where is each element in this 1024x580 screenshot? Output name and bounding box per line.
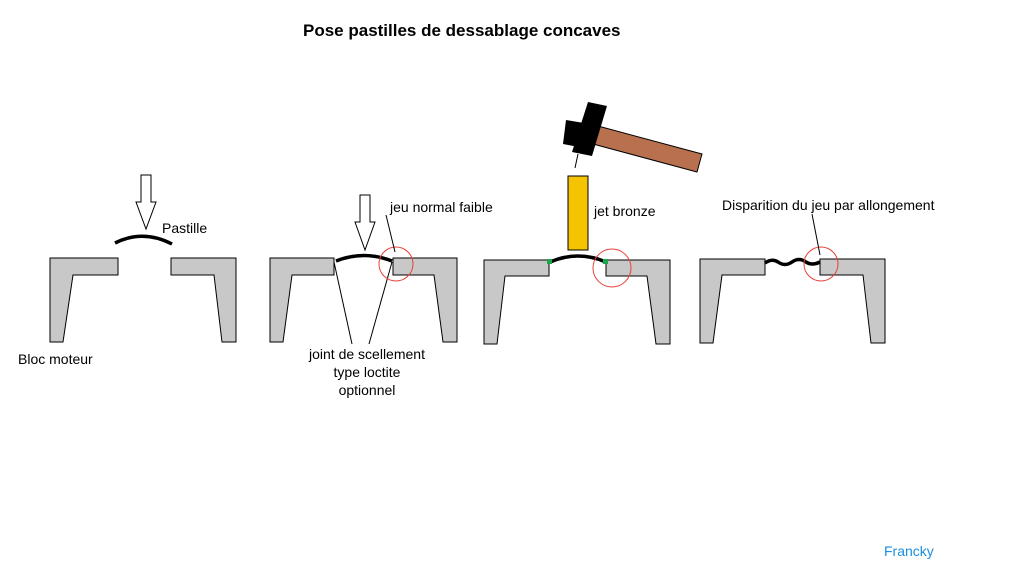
sealant-dot: [603, 259, 608, 264]
bronze-punch-icon: [567, 175, 589, 251]
gap-leader: [811, 213, 821, 256]
gap-leader: [385, 214, 396, 253]
label-pastille: Pastille: [162, 220, 208, 236]
label-jet-bronze: jet bronze: [594, 203, 656, 219]
sealant-leader: [333, 261, 353, 345]
insertion-arrow-icon: [135, 174, 157, 231]
engine-block-left: [269, 257, 335, 343]
gap-highlight-circle: [378, 246, 414, 282]
label-joint-line3: optionnel: [338, 382, 396, 398]
stage-4: [699, 213, 886, 344]
gap-highlight-circle: [592, 248, 632, 288]
stage-2: [269, 194, 458, 345]
hammer-icon: [563, 102, 703, 173]
engine-block-right: [819, 258, 886, 344]
stage-3: [483, 102, 703, 345]
label-jeu-normal: jeu normal faible: [390, 199, 493, 215]
engine-block-right: [605, 259, 671, 345]
engine-block-right: [170, 257, 237, 343]
insertion-arrow-icon: [354, 194, 376, 252]
sealant-leader: [368, 261, 393, 345]
engine-block-left: [483, 259, 550, 345]
page-title: Pose pastilles de dessablage concaves: [303, 21, 621, 40]
plug-disc: [114, 234, 173, 246]
label-joint-line1: joint de scellement: [309, 346, 425, 362]
stage-1: [49, 174, 237, 343]
gap-highlight-circle: [803, 246, 839, 282]
engine-block-right: [392, 257, 458, 343]
label-bloc-moteur: Bloc moteur: [18, 351, 93, 367]
plug-disc: [335, 253, 393, 263]
deformed-plug-disc: [763, 257, 821, 267]
label-disparition: Disparition du jeu par allongement: [722, 197, 935, 213]
author-signature: Francky: [884, 543, 934, 559]
plug-disc: [549, 254, 607, 264]
engine-block-left: [49, 257, 119, 343]
label-joint-line2: type loctite: [333, 364, 401, 380]
engine-block-left: [699, 258, 766, 344]
sealant-dot: [547, 259, 552, 264]
